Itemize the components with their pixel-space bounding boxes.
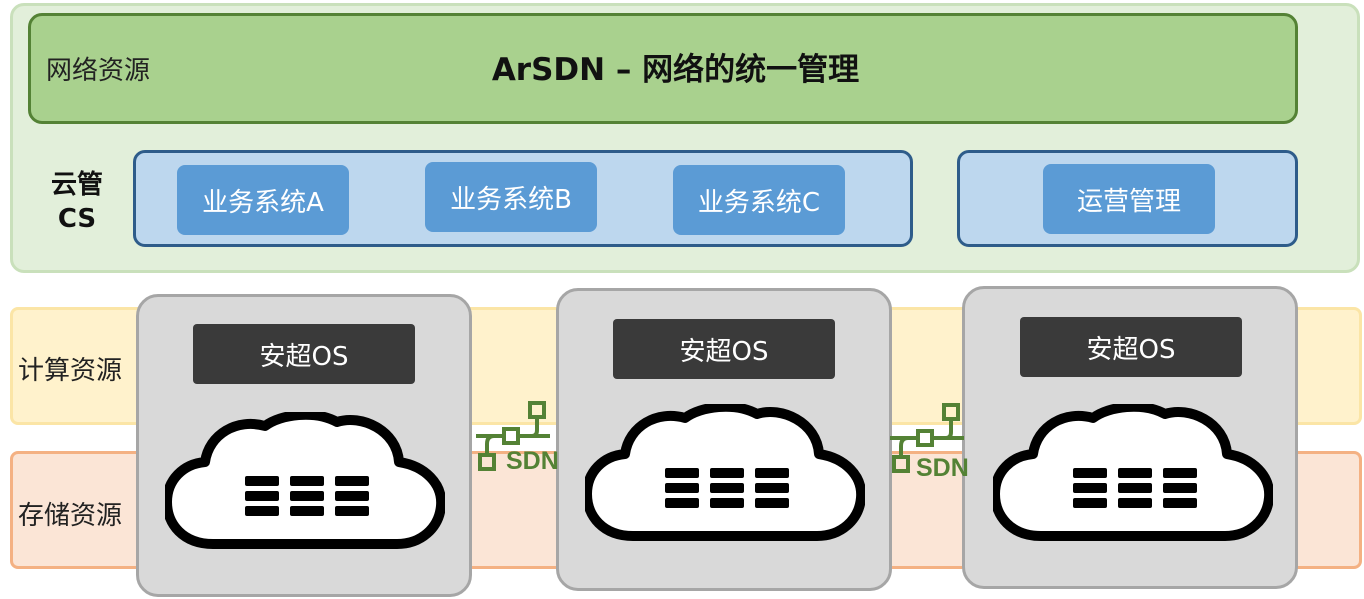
cloud-mgmt-label-line2: CS: [57, 204, 97, 234]
compute-resource-label: 计算资源: [18, 356, 123, 386]
storage-resource-label: 存储资源: [18, 501, 123, 531]
os-label-1: 安超OS: [193, 324, 415, 384]
sdn-network-icon: [476, 401, 550, 471]
sdn-link-label-2: SDN: [916, 454, 969, 482]
arsdn-bar: [28, 13, 1298, 124]
cloud-mgmt-label: 云管 CS: [36, 168, 118, 236]
business-system-a[interactable]: 业务系统A: [177, 165, 349, 235]
business-system-c[interactable]: 业务系统C: [673, 165, 845, 235]
network-resource-label: 网络资源: [46, 56, 151, 86]
cloud-server-icon: [585, 404, 865, 541]
sdn-network-icon: [890, 403, 964, 473]
cloud-mgmt-label-line1: 云管: [50, 170, 103, 200]
business-system-b[interactable]: 业务系统B: [425, 162, 597, 232]
arsdn-title: ArSDN – 网络的统一管理: [491, 52, 860, 88]
operations-management[interactable]: 运营管理: [1043, 164, 1215, 234]
sdn-link-label-1: SDN: [506, 447, 559, 475]
cloud-server-icon: [165, 412, 445, 549]
os-label-2: 安超OS: [613, 319, 835, 379]
cloud-server-icon: [993, 404, 1273, 541]
os-label-3: 安超OS: [1020, 317, 1242, 377]
